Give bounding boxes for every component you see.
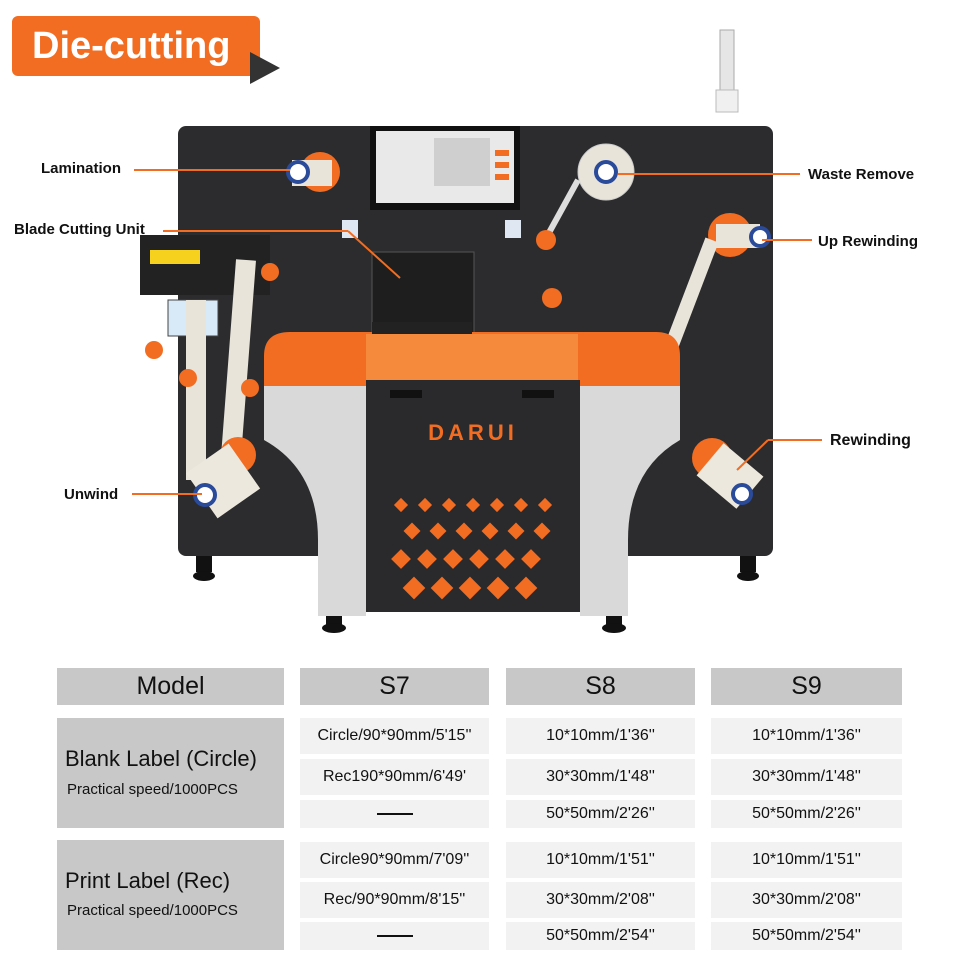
cell-s8-blank-2: 30*30mm/1'48'' bbox=[506, 759, 695, 795]
blank-label-subtitle: Practical speed/1000PCS bbox=[67, 781, 238, 798]
row-header-blank-label: Blank Label (Circle) Practical speed/100… bbox=[57, 718, 284, 828]
dash-mark bbox=[376, 813, 413, 815]
header-s7: S7 bbox=[300, 668, 489, 705]
cell-s7-print-3 bbox=[300, 922, 489, 950]
header-s8: S8 bbox=[506, 668, 695, 705]
header-model: Model bbox=[57, 668, 284, 705]
cell-s7-print-1: Circle90*90mm/7'09'' bbox=[300, 842, 489, 878]
dash-mark bbox=[376, 935, 413, 937]
label-up-rewinding: Up Rewinding bbox=[818, 233, 918, 250]
cell-s8-blank-3: 50*50mm/2'26'' bbox=[506, 800, 695, 828]
label-lamination: Lamination bbox=[41, 160, 122, 177]
row-header-print-label: Print Label (Rec) Practical speed/1000PC… bbox=[57, 840, 284, 950]
print-label-title: Print Label (Rec) bbox=[65, 868, 231, 893]
print-label-subtitle: Practical speed/1000PCS bbox=[67, 902, 238, 919]
header-s9: S9 bbox=[711, 668, 902, 705]
cell-s7-blank-2: Rec190*90mm/6'49' bbox=[300, 759, 489, 795]
brand-logo: DARUI bbox=[428, 420, 518, 445]
cell-s9-print-3: 50*50mm/2'54'' bbox=[711, 922, 902, 950]
cell-s9-blank-3: 50*50mm/2'26'' bbox=[711, 800, 902, 828]
label-rewinding: Rewinding bbox=[830, 432, 911, 449]
cell-s8-print-2: 30*30mm/2'08'' bbox=[506, 882, 695, 918]
cell-s8-blank-1: 10*10mm/1'36'' bbox=[506, 718, 695, 754]
cell-s9-blank-2: 30*30mm/1'48'' bbox=[711, 759, 902, 795]
machine-illustration: DARUI bbox=[132, 29, 822, 633]
cell-s9-print-1: 10*10mm/1'51'' bbox=[711, 842, 902, 878]
label-waste-remove: Waste Remove bbox=[808, 166, 915, 183]
title-badge: Die-cutting bbox=[12, 16, 260, 76]
cell-s8-print-3: 50*50mm/2'54'' bbox=[506, 922, 695, 950]
blank-label-title: Blank Label (Circle) bbox=[65, 746, 257, 771]
cell-s7-blank-1: Circle/90*90mm/5'15'' bbox=[300, 718, 489, 754]
cell-s8-print-1: 10*10mm/1'51'' bbox=[506, 842, 695, 878]
badge-tail bbox=[250, 52, 280, 84]
label-unwind: Unwind bbox=[64, 486, 119, 503]
cell-s9-blank-1: 10*10mm/1'36'' bbox=[711, 718, 902, 754]
cell-s9-print-2: 30*30mm/2'08'' bbox=[711, 882, 902, 918]
cell-s7-print-2: Rec/90*90mm/8'15'' bbox=[300, 882, 489, 918]
cell-s7-blank-3 bbox=[300, 800, 489, 828]
label-blade-cutting-unit: Blade Cutting Unit bbox=[14, 221, 145, 238]
